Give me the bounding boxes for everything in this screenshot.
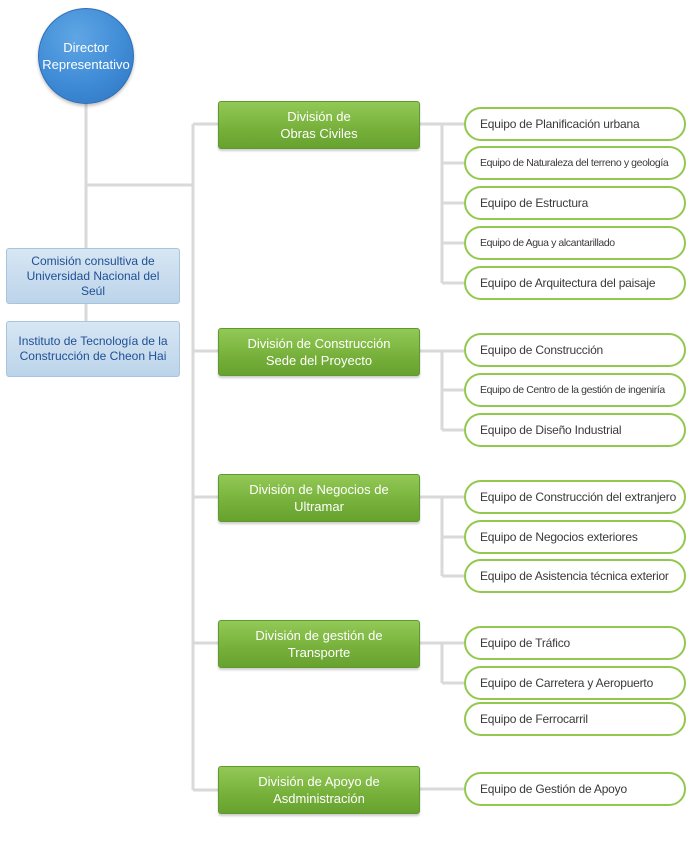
team-ferrocarril: Equipo de Ferrocarril: [464, 702, 686, 736]
team-naturaleza-terreno: Equipo de Naturaleza del terreno y geolo…: [464, 146, 686, 180]
division-label: División de Obras Civiles: [280, 109, 358, 141]
team-label: Equipo de Planificación urbana: [480, 117, 640, 131]
director-node: Director Representativo: [38, 8, 134, 104]
director-label: Director Representativo: [42, 40, 130, 72]
team-label: Equipo de Arquitectura del paisaje: [480, 276, 656, 290]
division-label: División de Construcción Sede del Proyec…: [247, 336, 391, 368]
team-estructura: Equipo de Estructura: [464, 186, 686, 220]
team-label: Equipo de Negocios exteriores: [480, 530, 638, 544]
division-label: División de gestión de Transporte: [255, 628, 383, 660]
team-carretera-aeropuerto: Equipo de Carretera y Aeropuerto: [464, 666, 686, 700]
team-label: Equipo de Construcción: [480, 343, 604, 357]
team-planificacion-urbana: Equipo de Planificación urbana: [464, 107, 686, 141]
team-construccion: Equipo de Construcción: [464, 333, 686, 367]
division-obras-civiles: División de Obras Civiles: [218, 101, 420, 149]
team-label: Equipo de Centro de la gestión de ingeni…: [480, 384, 665, 396]
division-gestion-transporte: División de gestión de Transporte: [218, 620, 420, 668]
team-label: Equipo de Construcción del extranjero: [480, 490, 677, 504]
institute-box: Instituto de Tecnología de la Construcci…: [6, 321, 180, 377]
team-asistencia-tecnica: Equipo de Asistencia técnica exterior: [464, 559, 686, 593]
team-label: Equipo de Asistencia técnica exterior: [480, 569, 669, 583]
team-negocios-exteriores: Equipo de Negocios exteriores: [464, 520, 686, 554]
division-construccion-sede: División de Construcción Sede del Proyec…: [218, 328, 420, 376]
team-trafico: Equipo de Tráfico: [464, 626, 686, 660]
team-label: Equipo de Diseño Industrial: [480, 423, 622, 437]
division-apoyo-administracion: División de Apoyo de Asdministración: [218, 766, 420, 814]
team-label: Equipo de Agua y alcantarillado: [480, 237, 615, 249]
team-gestion-apoyo: Equipo de Gestión de Apoyo: [464, 772, 686, 806]
team-centro-gestion-ingenieria: Equipo de Centro de la gestión de ingeni…: [464, 373, 686, 407]
team-diseno-industrial: Equipo de Diseño Industrial: [464, 413, 686, 447]
team-label: Equipo de Gestión de Apoyo: [480, 782, 627, 796]
team-arquitectura-paisaje: Equipo de Arquitectura del paisaje: [464, 266, 686, 300]
institute-label: Instituto de Tecnología de la Construcci…: [18, 334, 168, 363]
division-label: División de Negocios de Ultramar: [249, 482, 389, 514]
team-construccion-extranjero: Equipo de Construcción del extranjero: [464, 480, 686, 514]
advisory-committee-label: Comisión consultiva de Universidad Nacio…: [26, 253, 160, 298]
advisory-committee-box: Comisión consultiva de Universidad Nacio…: [6, 248, 180, 304]
team-label: Equipo de Estructura: [480, 196, 589, 210]
team-agua-alcantarillado: Equipo de Agua y alcantarillado: [464, 226, 686, 260]
team-label: Equipo de Naturaleza del terreno y geolo…: [480, 157, 669, 169]
team-label: Equipo de Tráfico: [480, 636, 570, 650]
division-label: División de Apoyo de Asdministración: [258, 774, 380, 806]
division-negocios-ultramar: División de Negocios de Ultramar: [218, 474, 420, 522]
team-label: Equipo de Ferrocarril: [480, 712, 588, 726]
team-label: Equipo de Carretera y Aeropuerto: [480, 676, 654, 690]
